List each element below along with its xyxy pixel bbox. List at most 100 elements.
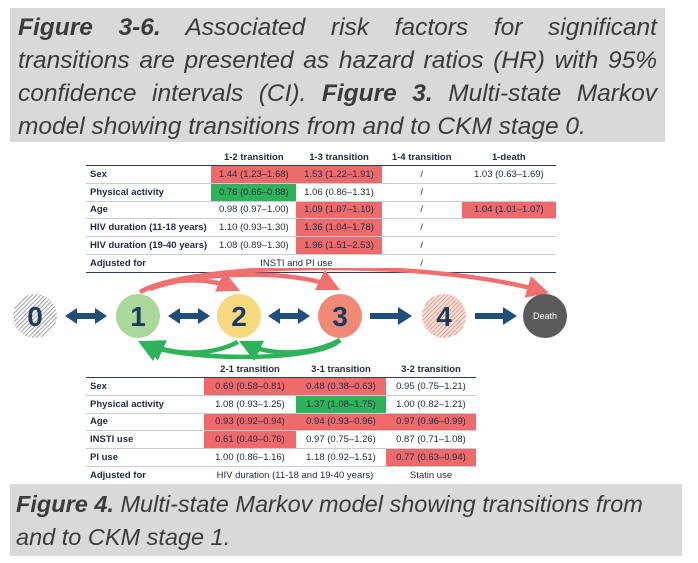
state-label-death: Death: [533, 311, 557, 321]
row-label: Adjusted for: [86, 466, 204, 485]
hr-cell: 1.53 (1.22–1.91): [296, 165, 382, 184]
header-cell: [86, 150, 212, 166]
hr-cell: 1.36 (1.04–1.78): [296, 218, 382, 238]
state-label-4: 4: [436, 301, 452, 332]
hr-cell: 1.04 (1.01–1.07): [461, 201, 556, 220]
hr-cell: 0.87 (0.71–1.08): [386, 430, 476, 450]
hr-cell: 1.10 (0.93–1.30): [211, 218, 297, 238]
transition-arc-3-2: [238, 338, 342, 361]
hr-cell: 1.08 (0.93–1.25): [204, 395, 296, 414]
hr-cell: 0.94 (0.93–0.96): [296, 413, 386, 432]
state-label-1: 1: [130, 301, 146, 332]
state-node-1: [116, 294, 160, 338]
row-label: PI use: [86, 448, 204, 467]
caption-figure-label: Figure 3.: [321, 80, 433, 107]
hr-cell: 1.09 (1.07–1.10): [296, 201, 382, 220]
arrow-4-death: [475, 307, 517, 325]
caption-text: Associated risk factors for significant …: [18, 14, 657, 107]
header-cell: 1-3 transition: [296, 150, 382, 166]
caption-figure-4: Figure 4. Multi-state Markov model showi…: [10, 484, 682, 556]
caption-figure-label: Figure 3-6.: [18, 14, 161, 41]
table-header-row: 1-2 transition 1-3 transition 1-4 transi…: [86, 150, 556, 166]
hazard-ratio-table-reverse: 2-1 transition 3-1 transition 3-2 transi…: [86, 362, 476, 485]
transition-arc-1-2: [138, 271, 241, 295]
row-label: Sex: [86, 165, 212, 184]
table-row: HIV duration (19-40 years)1.08 (0.89–1.3…: [86, 236, 556, 255]
double-arrow-0-1: [65, 308, 107, 324]
row-label: Age: [86, 413, 204, 432]
hr-cell: 1.00 (0.86–1.16): [204, 448, 296, 467]
hr-cell: /: [381, 165, 462, 184]
caption-figure-3: Figure 3-6. Associated risk factors for …: [10, 8, 665, 142]
hr-cell: 1.37 (1.08–1.75): [296, 395, 386, 414]
hr-cell: 0.69 (0.58–0.81): [204, 377, 296, 396]
state-node-death: [523, 294, 567, 338]
state-node-2: [217, 294, 261, 338]
hr-cell: 1.00 (0.82–1.21): [386, 395, 476, 414]
table-header-row: 2-1 transition 3-1 transition 3-2 transi…: [86, 362, 476, 378]
hr-cell: /: [381, 236, 462, 255]
state-node-3: [318, 294, 362, 338]
header-cell: 2-1 transition: [204, 362, 296, 378]
hr-cell: /: [381, 218, 462, 238]
hazard-ratio-table-stage1: 1-2 transition 1-3 transition 1-4 transi…: [86, 150, 556, 273]
hr-cell: [461, 236, 556, 255]
row-label: Adjusted for: [86, 254, 212, 273]
hr-cell: 1.96 (1.51–2.53): [296, 236, 382, 255]
hr-cell: [461, 183, 556, 202]
hr-cell: 0.76 (0.66–0.88): [211, 183, 297, 202]
hr-cell: 1.18 (0.92–1.51): [296, 448, 386, 467]
arrow-3-4: [370, 307, 412, 325]
row-label: Age: [86, 201, 212, 220]
double-arrow-1-2: [168, 308, 210, 324]
header-cell: 3-2 transition: [386, 362, 476, 378]
state-label-0: 0: [27, 301, 43, 332]
row-label: INSTI use: [86, 430, 204, 450]
hr-cell: 0.61 (0.49–0.76): [204, 430, 296, 450]
header-cell: 3-1 transition: [296, 362, 386, 378]
table-row: HIV duration (11-18 years)1.10 (0.93–1.3…: [86, 218, 556, 238]
header-cell: 1-4 transition: [381, 150, 462, 166]
hr-cell: [461, 218, 556, 238]
row-label: HIV duration (19-40 years): [86, 236, 212, 255]
row-label: Sex: [86, 377, 204, 396]
caption-text: Multi-state Markov model showing transit…: [16, 491, 643, 550]
empty-cell: [461, 254, 556, 273]
markov-state-diagram: 0 1 2 3 4 Death: [13, 268, 567, 362]
hr-cell: 0.98 (0.97–1.00): [211, 201, 297, 220]
caption-text: Multi-state Markov model showing transit…: [18, 80, 658, 140]
row-label: Physical activity: [86, 395, 204, 414]
state-label-2: 2: [231, 301, 247, 332]
caption-figure-label: Figure 4.: [16, 491, 114, 517]
double-arrow-2-3: [268, 308, 310, 324]
header-cell: [86, 362, 204, 378]
state-node-4: [422, 294, 466, 338]
state-label-3: 3: [332, 301, 348, 332]
hr-cell: 0.95 (0.75–1.21): [386, 377, 476, 396]
hr-cell: 0.93 (0.92–0.94): [204, 413, 296, 432]
adjusted-value: HIV duration (11-18 and 19-40 years): [204, 466, 386, 485]
hr-cell: 1.03 (0.63–1.69): [461, 165, 556, 184]
hr-cell: 0.48 (0.38–0.63): [296, 377, 386, 396]
header-cell: 1-death: [461, 150, 556, 166]
row-label: HIV duration (11-18 years): [86, 218, 212, 238]
adjusted-value: Statin use: [386, 466, 476, 485]
hr-cell: 0.97 (0.96–0.99): [386, 413, 476, 432]
hr-cell: 0.97 (0.75–1.26): [296, 430, 386, 450]
row-label: Physical activity: [86, 183, 212, 202]
hr-cell: /: [381, 183, 462, 202]
hr-cell: 1.06 (0.86–1.31): [296, 183, 382, 202]
hr-cell: 1.08 (0.89–1.30): [211, 236, 297, 255]
header-cell: 1-2 transition: [211, 150, 297, 166]
hr-cell: 0.77 (0.63–0.94): [386, 448, 476, 467]
hr-cell: 1.44 (1.23–1.68): [211, 165, 297, 184]
